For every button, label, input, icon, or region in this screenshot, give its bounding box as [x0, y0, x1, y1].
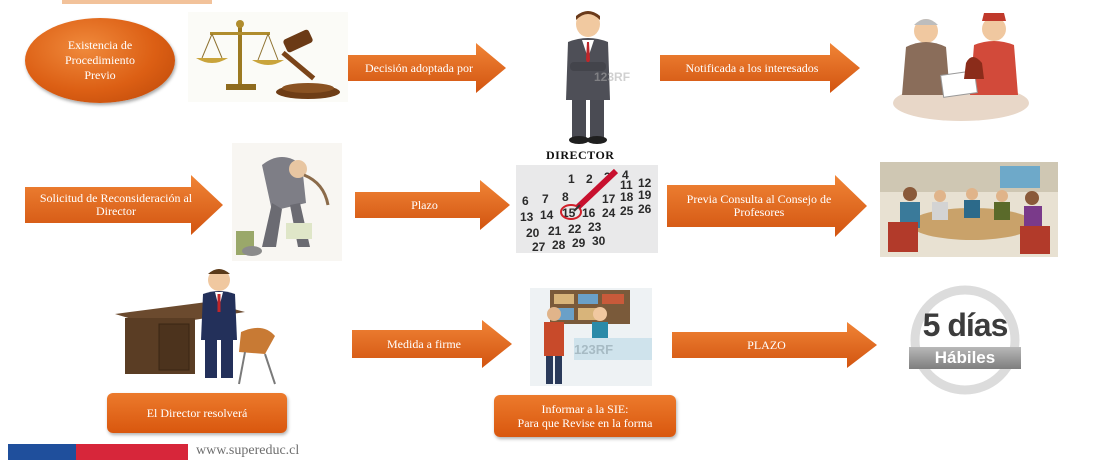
calendar-number: 16 — [582, 206, 596, 220]
arrow-plazo-upper: PLAZO — [672, 322, 877, 368]
calendar-number: 7 — [542, 192, 549, 206]
arrow-previa: Previa Consulta al Consejo de Profesores — [667, 175, 867, 237]
arrow-solicitud-label: Solicitud de Reconsideración al Director — [39, 191, 193, 218]
calendar-number: 17 — [602, 192, 616, 206]
notification-meeting-image — [886, 3, 1036, 123]
calendar-number: 6 — [522, 194, 529, 208]
calendar-number: 29 — [572, 236, 586, 250]
arrow-medida-label: Medida a firme — [387, 336, 461, 351]
cinco-dias-badge: 5 días Hábiles — [895, 285, 1035, 395]
footer-url: www.supereduc.cl — [196, 443, 300, 458]
council-meeting-image — [880, 162, 1058, 257]
calendar-number: 15 — [562, 206, 576, 220]
resolvera-box: El Director resolverá — [107, 393, 287, 433]
arrow-plazo-label: Plazo — [411, 197, 438, 212]
existencia-oval: Existencia de Procedimiento Previo — [25, 18, 175, 103]
calendar-number: 24 — [602, 206, 616, 220]
calendar-number: 13 — [520, 210, 534, 224]
calendar-number: 25 — [620, 204, 634, 218]
watermark-123rf-desk: 123RF — [574, 342, 614, 357]
calendar-number: 2 — [586, 172, 593, 186]
calendar-number: 18 — [620, 190, 634, 204]
calendar-number: 27 — [532, 240, 546, 253]
calendar-number: 4 — [622, 168, 629, 182]
director-label: DIRECTOR — [546, 148, 615, 162]
informar-sie-box: Informar a la SIE: Para que Revise en la… — [494, 395, 676, 437]
arrow-notificada: Notificada a los interesados — [660, 43, 860, 93]
calendar-number: 1 — [568, 172, 575, 186]
arrow-notificada-label: Notificada a los interesados — [685, 60, 819, 75]
arrow-previa-label: Previa Consulta al Consejo de Profesores — [686, 192, 832, 219]
calendar-number: 8 — [562, 190, 569, 204]
arrow-solicitud: Solicitud de Reconsideración al Director — [25, 175, 223, 235]
watermark-123rf: 123RF — [594, 70, 631, 84]
calendar-number: 26 — [638, 202, 652, 216]
arrow-plazo: Plazo — [355, 180, 510, 230]
arrow-medida: Medida a firme — [352, 320, 512, 368]
resolvera-text: El Director resolverá — [146, 406, 248, 420]
habiles-text: Hábiles — [934, 348, 996, 367]
calendar-number: 23 — [588, 220, 602, 234]
calendar-number: 22 — [568, 222, 582, 236]
calendar-number: 11 — [620, 178, 633, 192]
reconsideration-image — [232, 143, 342, 261]
director-image: 123RF — [548, 8, 631, 148]
arrow-plazo-upper-label: PLAZO — [747, 337, 786, 352]
arrow-decision-label: Decisión adoptada por — [365, 60, 473, 75]
top-strip — [62, 0, 212, 4]
calendar-number: 21 — [548, 224, 562, 238]
existencia-text: Existencia de Procedimiento Previo — [65, 38, 135, 82]
informar-sie-line1: Informar a la SIE: — [541, 402, 629, 416]
calendar-image: 1234111267817181913141516242526202122232… — [516, 165, 658, 254]
calendar-number: 12 — [638, 176, 652, 190]
footer-blue-bar — [8, 444, 76, 460]
service-desk-image: 123RF — [530, 288, 652, 386]
arrow-decision: Decisión adoptada por — [348, 43, 506, 93]
director-desk-image — [115, 262, 295, 387]
calendar-number: 28 — [552, 238, 566, 252]
calendar-number: 14 — [540, 208, 554, 222]
footer-red-bar — [76, 444, 188, 460]
calendar-number: 20 — [526, 226, 540, 240]
calendar-number: 30 — [592, 234, 606, 248]
informar-sie-line2: Para que Revise en la forma — [517, 416, 653, 430]
calendar-number: 19 — [638, 188, 652, 202]
cinco-dias-text: 5 días — [922, 307, 1009, 343]
scales-gavel-image — [188, 12, 348, 102]
